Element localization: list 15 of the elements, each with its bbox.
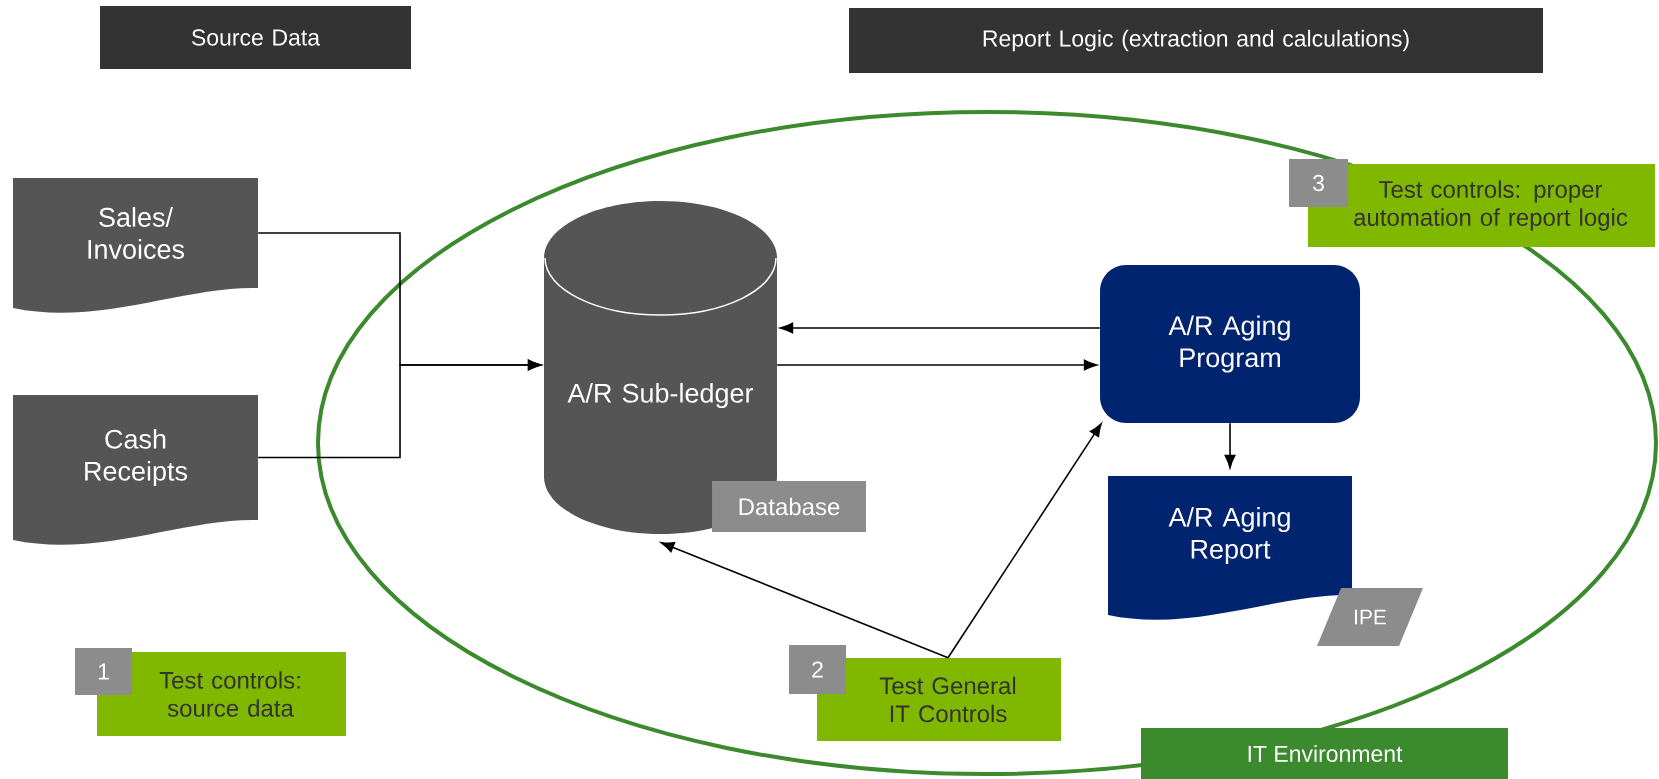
number-box: 2	[789, 645, 846, 694]
section-header: Source Data	[100, 6, 411, 69]
number-box: 3	[1289, 159, 1348, 207]
arrow	[776, 359, 1098, 371]
arrow	[779, 322, 1101, 334]
arrow	[1224, 422, 1236, 469]
process-box: A/R Aging Program	[1100, 265, 1360, 423]
arrow	[660, 541, 949, 659]
arrow	[947, 423, 1102, 659]
arrow	[257, 359, 542, 459]
number-box: 1	[75, 648, 132, 695]
environment-label: IT Environment	[1141, 728, 1508, 779]
section-header: Report Logic (extraction and calculations)	[849, 8, 1543, 73]
tag-box: Database	[712, 481, 866, 532]
tag-parallelogram: IPE	[1317, 588, 1423, 646]
